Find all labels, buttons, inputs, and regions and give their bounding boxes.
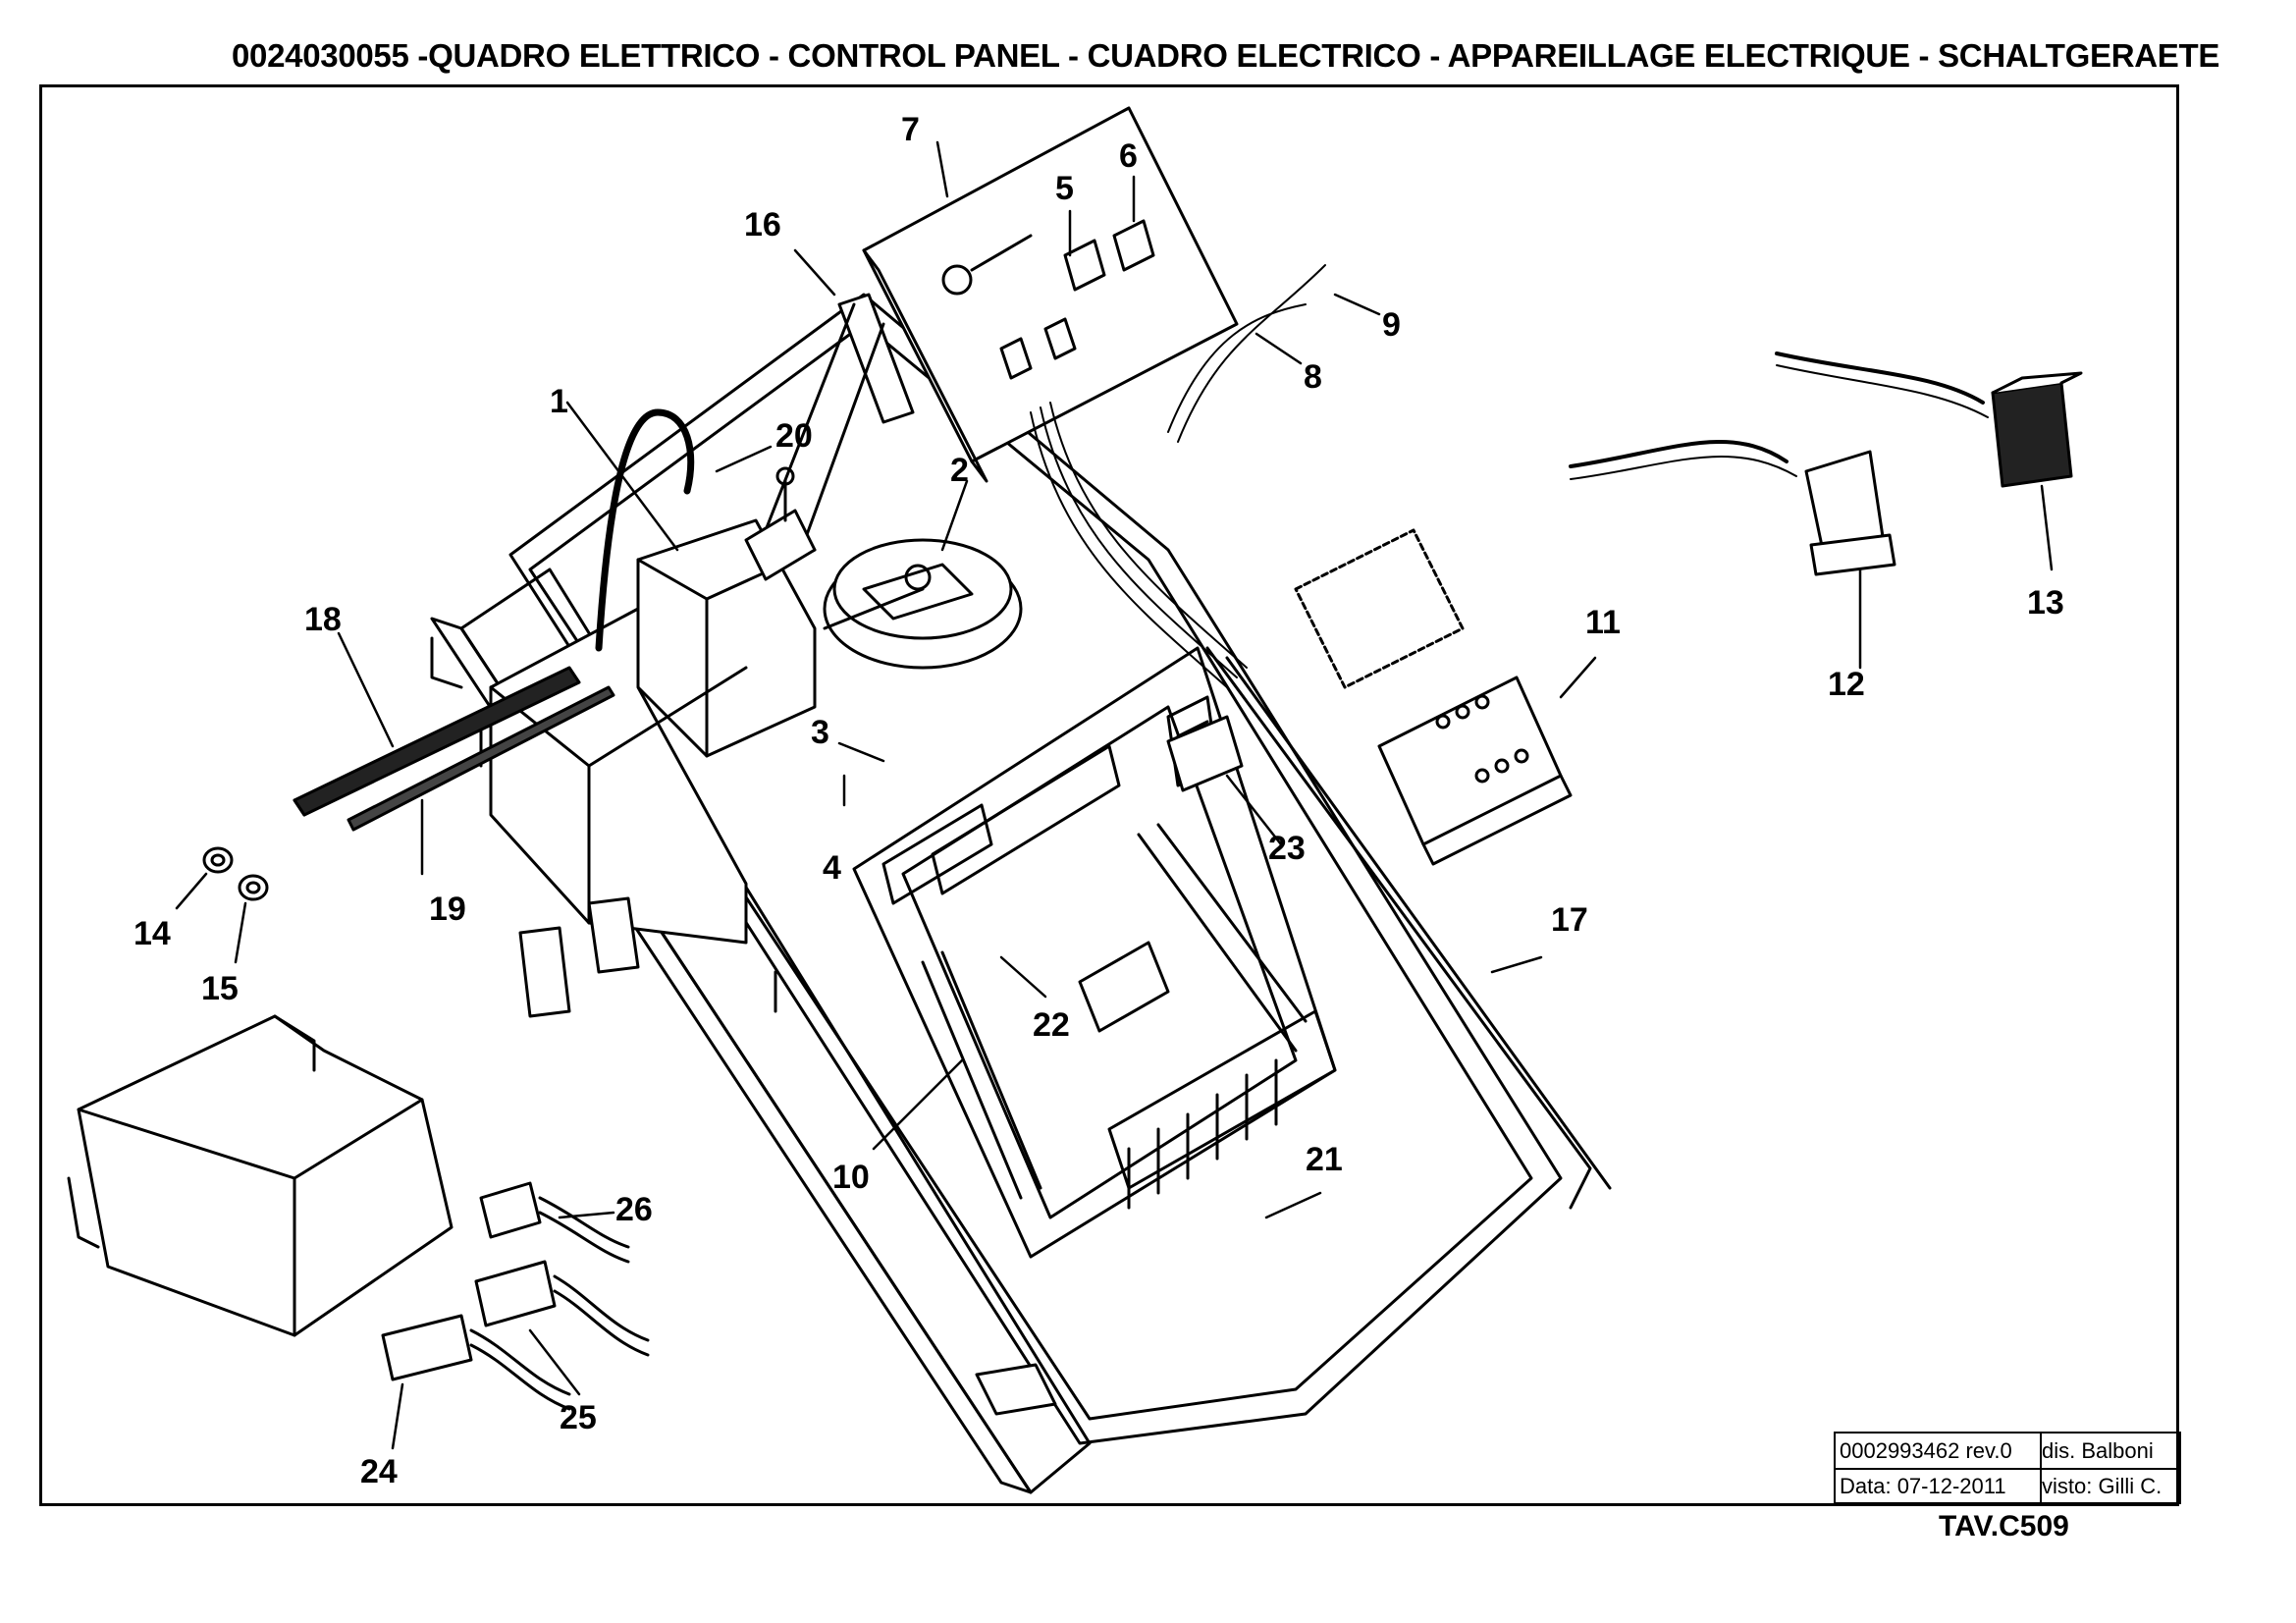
callout-1: 1 xyxy=(550,383,568,420)
callout-13: 13 xyxy=(2027,584,2064,622)
circuit-board xyxy=(852,646,1337,1259)
drawing-date: Data: 07-12-2011 xyxy=(1836,1469,2042,1503)
callout-14: 14 xyxy=(133,915,171,952)
probe-19 xyxy=(347,685,615,832)
callout-23: 23 xyxy=(1268,830,1306,867)
wire-bundle xyxy=(1030,264,1326,688)
callout-24: 24 xyxy=(360,1453,398,1490)
plug-connector-26 xyxy=(479,1181,630,1264)
contactor xyxy=(1294,528,1573,866)
callout-2: 2 xyxy=(950,452,969,489)
bushing-14 xyxy=(202,846,234,874)
pressure-switch xyxy=(823,538,1023,670)
cable-glands xyxy=(518,896,1057,1416)
callout-15: 15 xyxy=(201,970,239,1007)
page-title: 0024030055 -QUADRO ELETTRICO - CONTROL P… xyxy=(232,37,2220,74)
sheet-id: TAV.C509 xyxy=(1939,1510,2069,1542)
callout-20: 20 xyxy=(775,417,813,455)
callout-9: 9 xyxy=(1382,306,1401,344)
leader-lines xyxy=(175,140,2054,1450)
callout-22: 22 xyxy=(1033,1006,1070,1044)
callout-12: 12 xyxy=(1828,666,1865,703)
checked-by: visto: Gilli C. xyxy=(2042,1474,2163,1498)
terminal-block-23 xyxy=(1166,715,1244,792)
probe-18 xyxy=(293,666,581,817)
callout-17: 17 xyxy=(1551,901,1588,939)
callout-26: 26 xyxy=(615,1191,653,1228)
callout-25: 25 xyxy=(560,1399,597,1436)
title-block: 0002993462 rev.0 dis. Balboni Data: 07-1… xyxy=(1834,1432,2181,1504)
plug-connector-25 xyxy=(474,1260,650,1357)
callout-19: 19 xyxy=(429,891,466,928)
valve-connector-12 xyxy=(1569,440,1896,576)
callout-10: 10 xyxy=(832,1159,870,1196)
callout-5: 5 xyxy=(1055,170,1074,207)
drawn-by: dis. Balboni xyxy=(2042,1438,2154,1463)
front-control-board xyxy=(862,106,1239,483)
valve-connector-13 xyxy=(1775,352,2083,488)
terminal-clamp xyxy=(744,466,817,581)
callout-labels: 1 2 3 4 5 6 7 8 9 10 11 12 13 14 15 16 1… xyxy=(133,111,2064,1490)
drawing-number: 0002993462 rev.0 xyxy=(1836,1434,2042,1468)
callout-7: 7 xyxy=(901,111,920,148)
callout-4: 4 xyxy=(823,849,841,887)
cable-loop xyxy=(595,408,695,652)
plug-connector-24 xyxy=(381,1314,571,1411)
callout-18: 18 xyxy=(304,601,342,638)
callout-3: 3 xyxy=(811,714,829,751)
callout-8: 8 xyxy=(1304,358,1322,396)
callout-21: 21 xyxy=(1306,1141,1343,1178)
callout-6: 6 xyxy=(1119,137,1138,175)
drawing-frame xyxy=(39,84,2179,1506)
callout-11: 11 xyxy=(1585,604,1621,641)
enclosure-cover xyxy=(67,1014,454,1337)
bushing-15 xyxy=(238,874,269,901)
title-block-row-1: 0002993462 rev.0 dis. Balboni xyxy=(1836,1434,2179,1470)
callout-16: 16 xyxy=(744,206,781,243)
mounting-bracket xyxy=(764,293,915,542)
title-block-row-2: Data: 07-12-2011 visto: Gilli C. xyxy=(1836,1469,2179,1503)
